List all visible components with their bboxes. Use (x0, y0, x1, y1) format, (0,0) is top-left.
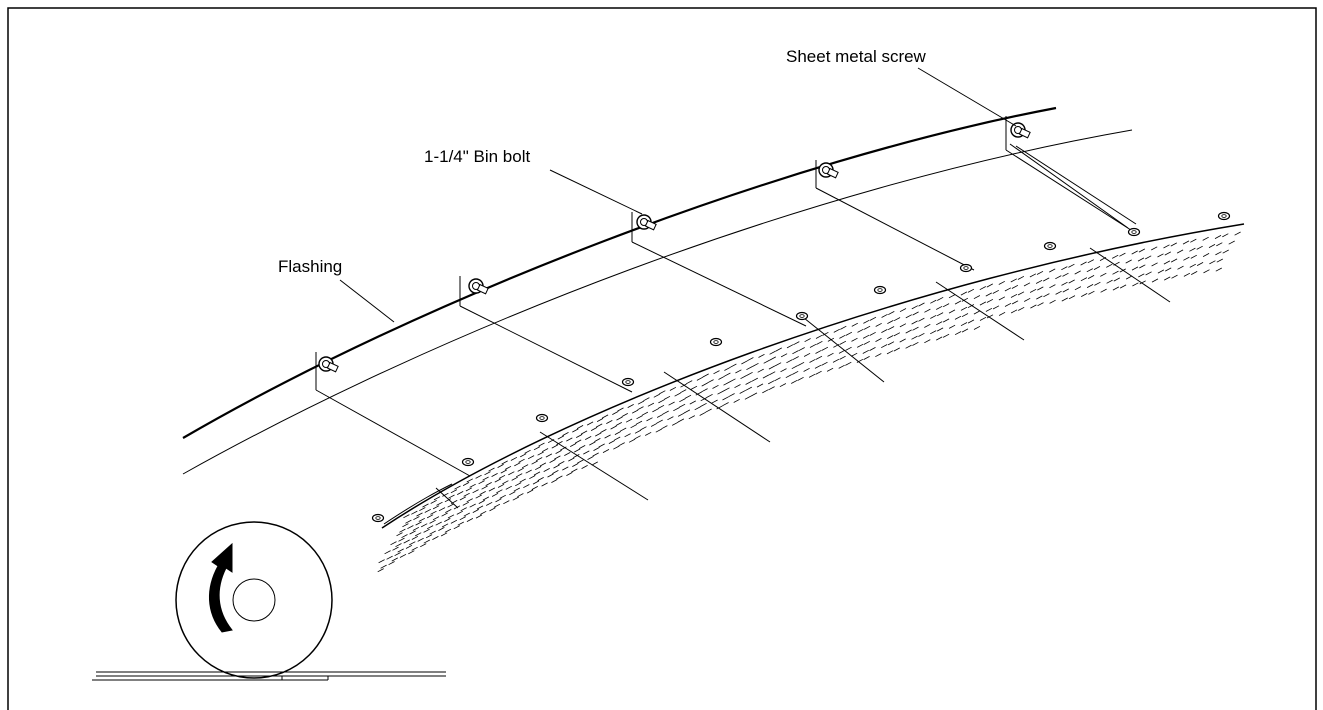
bin-bolt-icon (468, 278, 489, 295)
seam-line (803, 317, 885, 383)
seam-line (539, 431, 649, 501)
curved-arrow-icon (208, 542, 233, 633)
seam-line (315, 389, 471, 477)
sheet-metal-screw-icon (1127, 227, 1141, 237)
sheet-metal-screw-icon (959, 263, 973, 273)
bin-bolt-icon (636, 214, 657, 231)
sheet-metal-screws (371, 211, 1231, 523)
flashing-outer-edge (182, 106, 1057, 439)
sheet-metal-screw-icon (371, 513, 385, 523)
sheet-metal-screw-icon (1217, 211, 1231, 221)
seam-line (435, 487, 459, 509)
bin-bolts (318, 122, 1031, 373)
leader-bin-bolt (549, 169, 643, 215)
sheet-metal-screw-icon (795, 311, 809, 321)
sheet-metal-screw-icon (1043, 241, 1057, 251)
label-sheet-metal-screw: Sheet metal screw (786, 47, 927, 66)
flashing-inner-edge (182, 129, 1133, 475)
frame-border (7, 7, 1317, 710)
leader-flashing (339, 279, 395, 323)
label-flashing: Flashing (278, 257, 342, 276)
leader-sheet-metal-screw-2 (1009, 143, 1129, 229)
roof-panel-edge-inner (383, 483, 453, 525)
roller-wheel (175, 521, 333, 679)
bin-bolt-icon (1010, 122, 1031, 139)
sheet-metal-screw-icon (621, 377, 635, 387)
panel-seams (315, 116, 1171, 509)
seam-line (815, 187, 975, 271)
roof-panel-hatching (377, 231, 1241, 573)
sheet-metal-screw-icon (873, 285, 887, 295)
seam-line (1089, 247, 1171, 303)
wheel-hub (232, 578, 276, 622)
roof-panel-edge (381, 223, 1245, 529)
sheet-metal-screw-icon (535, 413, 549, 423)
sheet-metal-screw-icon (461, 457, 475, 467)
sheet-metal-screw-icon (709, 337, 723, 347)
leader-sheet-metal-screw-3 (1015, 145, 1137, 225)
label-bin-bolt: 1-1/4" Bin bolt (424, 147, 530, 166)
bin-bolt-icon (318, 356, 339, 373)
leader-sheet-metal-screw (917, 67, 1017, 127)
seam-line (663, 371, 771, 443)
hatch-strokes (377, 231, 1241, 573)
seam-line (935, 281, 1025, 341)
seam-line (459, 305, 633, 393)
seam-line (631, 241, 807, 327)
bin-bolt-icon (818, 162, 839, 179)
wheel-outer (175, 521, 333, 679)
seam-line (1005, 149, 1135, 233)
